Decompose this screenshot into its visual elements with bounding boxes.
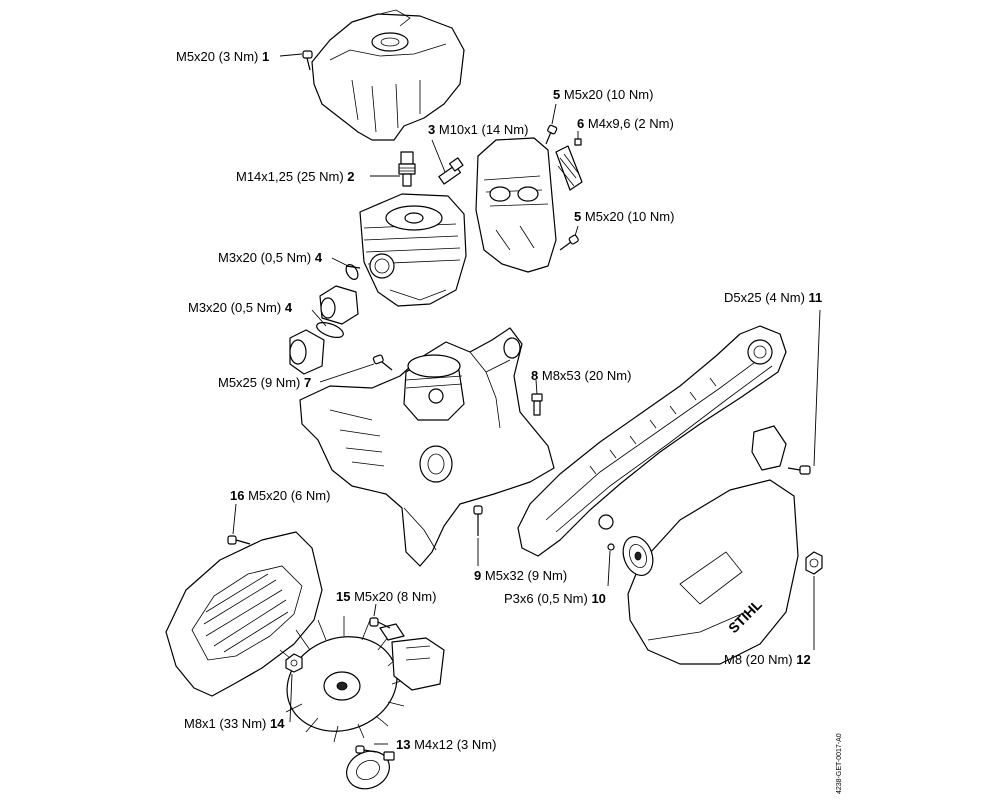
spark-screen-6 [555,131,583,191]
label-4-upper: M3x20 (0,5 Nm) 4 [218,250,323,265]
label-14: M8x1 (33 Nm) 14 [184,716,285,731]
label-3: 3 M10x1 (14 Nm) [428,122,529,137]
guard-arm-part [517,325,787,557]
screw-5-upper [545,103,558,145]
label-6: 6 M4x9,6 (2 Nm) [577,116,674,131]
label-8: 8 M8x53 (20 Nm) [531,368,632,383]
screw-15 [369,603,391,629]
nut-14 [285,653,303,723]
flywheel-part [279,616,411,743]
screw-16 [227,503,251,545]
nut-12 [805,551,823,650]
decompression-valve-3 [431,139,464,185]
fan-housing-part [165,531,323,697]
screw-9 [473,505,483,566]
starter-cover-part: STIHL [627,479,799,665]
label-4-lower: M3x20 (0,5 Nm) 4 [188,300,293,315]
label-15: 15 M5x20 (8 Nm) [336,589,437,604]
ignition-module-part [379,623,445,691]
starter-cup-part [346,750,395,790]
manifold-upper [319,285,359,325]
screw-5-lower [559,225,579,251]
starter-pulley-part [622,536,654,576]
label-7: M5x25 (9 Nm) 7 [218,375,312,390]
screw-7 [319,354,393,383]
clamp-4-upper [331,257,361,280]
label-5-lower: 5 M5x20 (10 Nm) [574,209,675,224]
label-1: M5x20 (3 Nm) 1 [176,49,270,64]
document-id: 4238-GET-0017-A0 [836,733,843,794]
piston-part [403,354,465,421]
label-16: 16 M5x20 (6 Nm) [230,488,331,503]
label-13: 13 M4x12 (3 Nm) [396,737,497,752]
label-10: P3x6 (0,5 Nm) 10 [504,591,606,606]
manifold-lower [289,329,325,375]
screw-1 [279,50,313,71]
muffler-part [475,137,557,273]
label-2: M14x1,25 (25 Nm) 2 [236,169,355,184]
spark-plug-2 [370,151,416,187]
screw-13 [355,743,388,754]
bolt-11 [751,309,821,475]
label-12: M8 (20 Nm) 12 [724,652,811,667]
label-9: 9 M5x32 (9 Nm) [474,568,568,583]
label-11: D5x25 (4 Nm) 11 [724,290,823,305]
crankcase-part [299,327,555,567]
pin-10 [607,543,615,587]
cylinder-part [359,193,467,307]
shroud-part [311,9,465,141]
clamp-4-lower [311,309,344,338]
stud-8 [531,379,543,416]
label-5-upper: 5 M5x20 (10 Nm) [553,87,654,102]
